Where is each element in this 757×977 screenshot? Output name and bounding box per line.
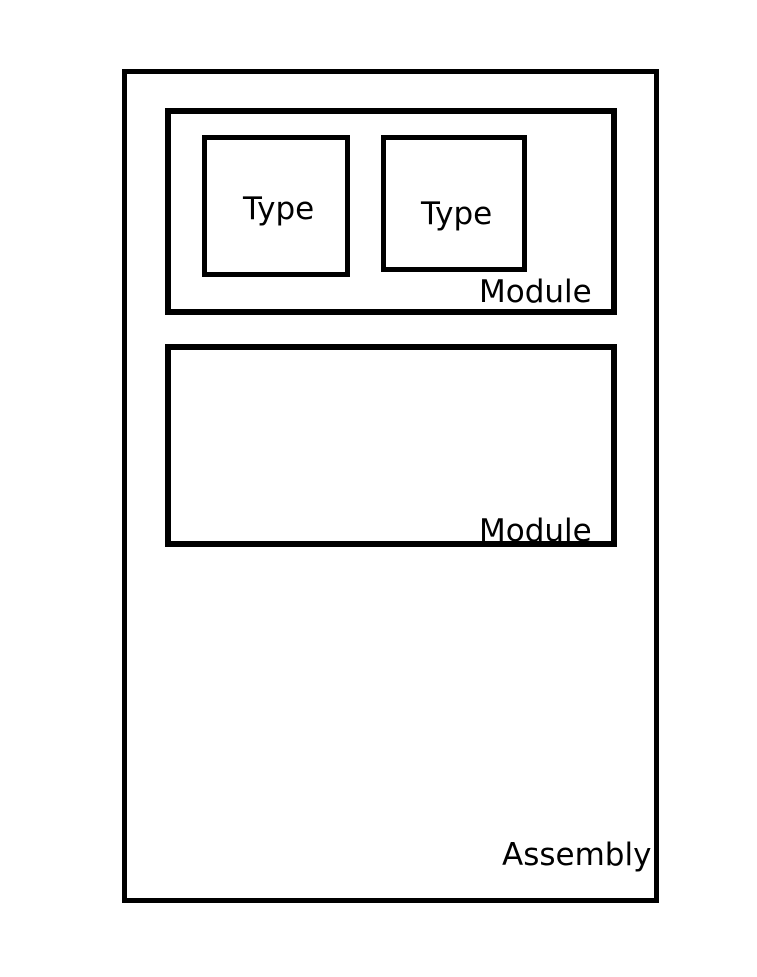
module-box-1-label: Module [479, 274, 592, 310]
module-box-2-label: Module [479, 513, 592, 549]
assembly-box-label: Assembly [502, 837, 652, 873]
module-box-2[interactable] [165, 344, 617, 547]
type-box-2-label: Type [421, 196, 493, 232]
type-box-2[interactable] [381, 135, 527, 272]
type-box-1-label: Type [243, 191, 315, 227]
type-box-1[interactable] [202, 135, 350, 277]
